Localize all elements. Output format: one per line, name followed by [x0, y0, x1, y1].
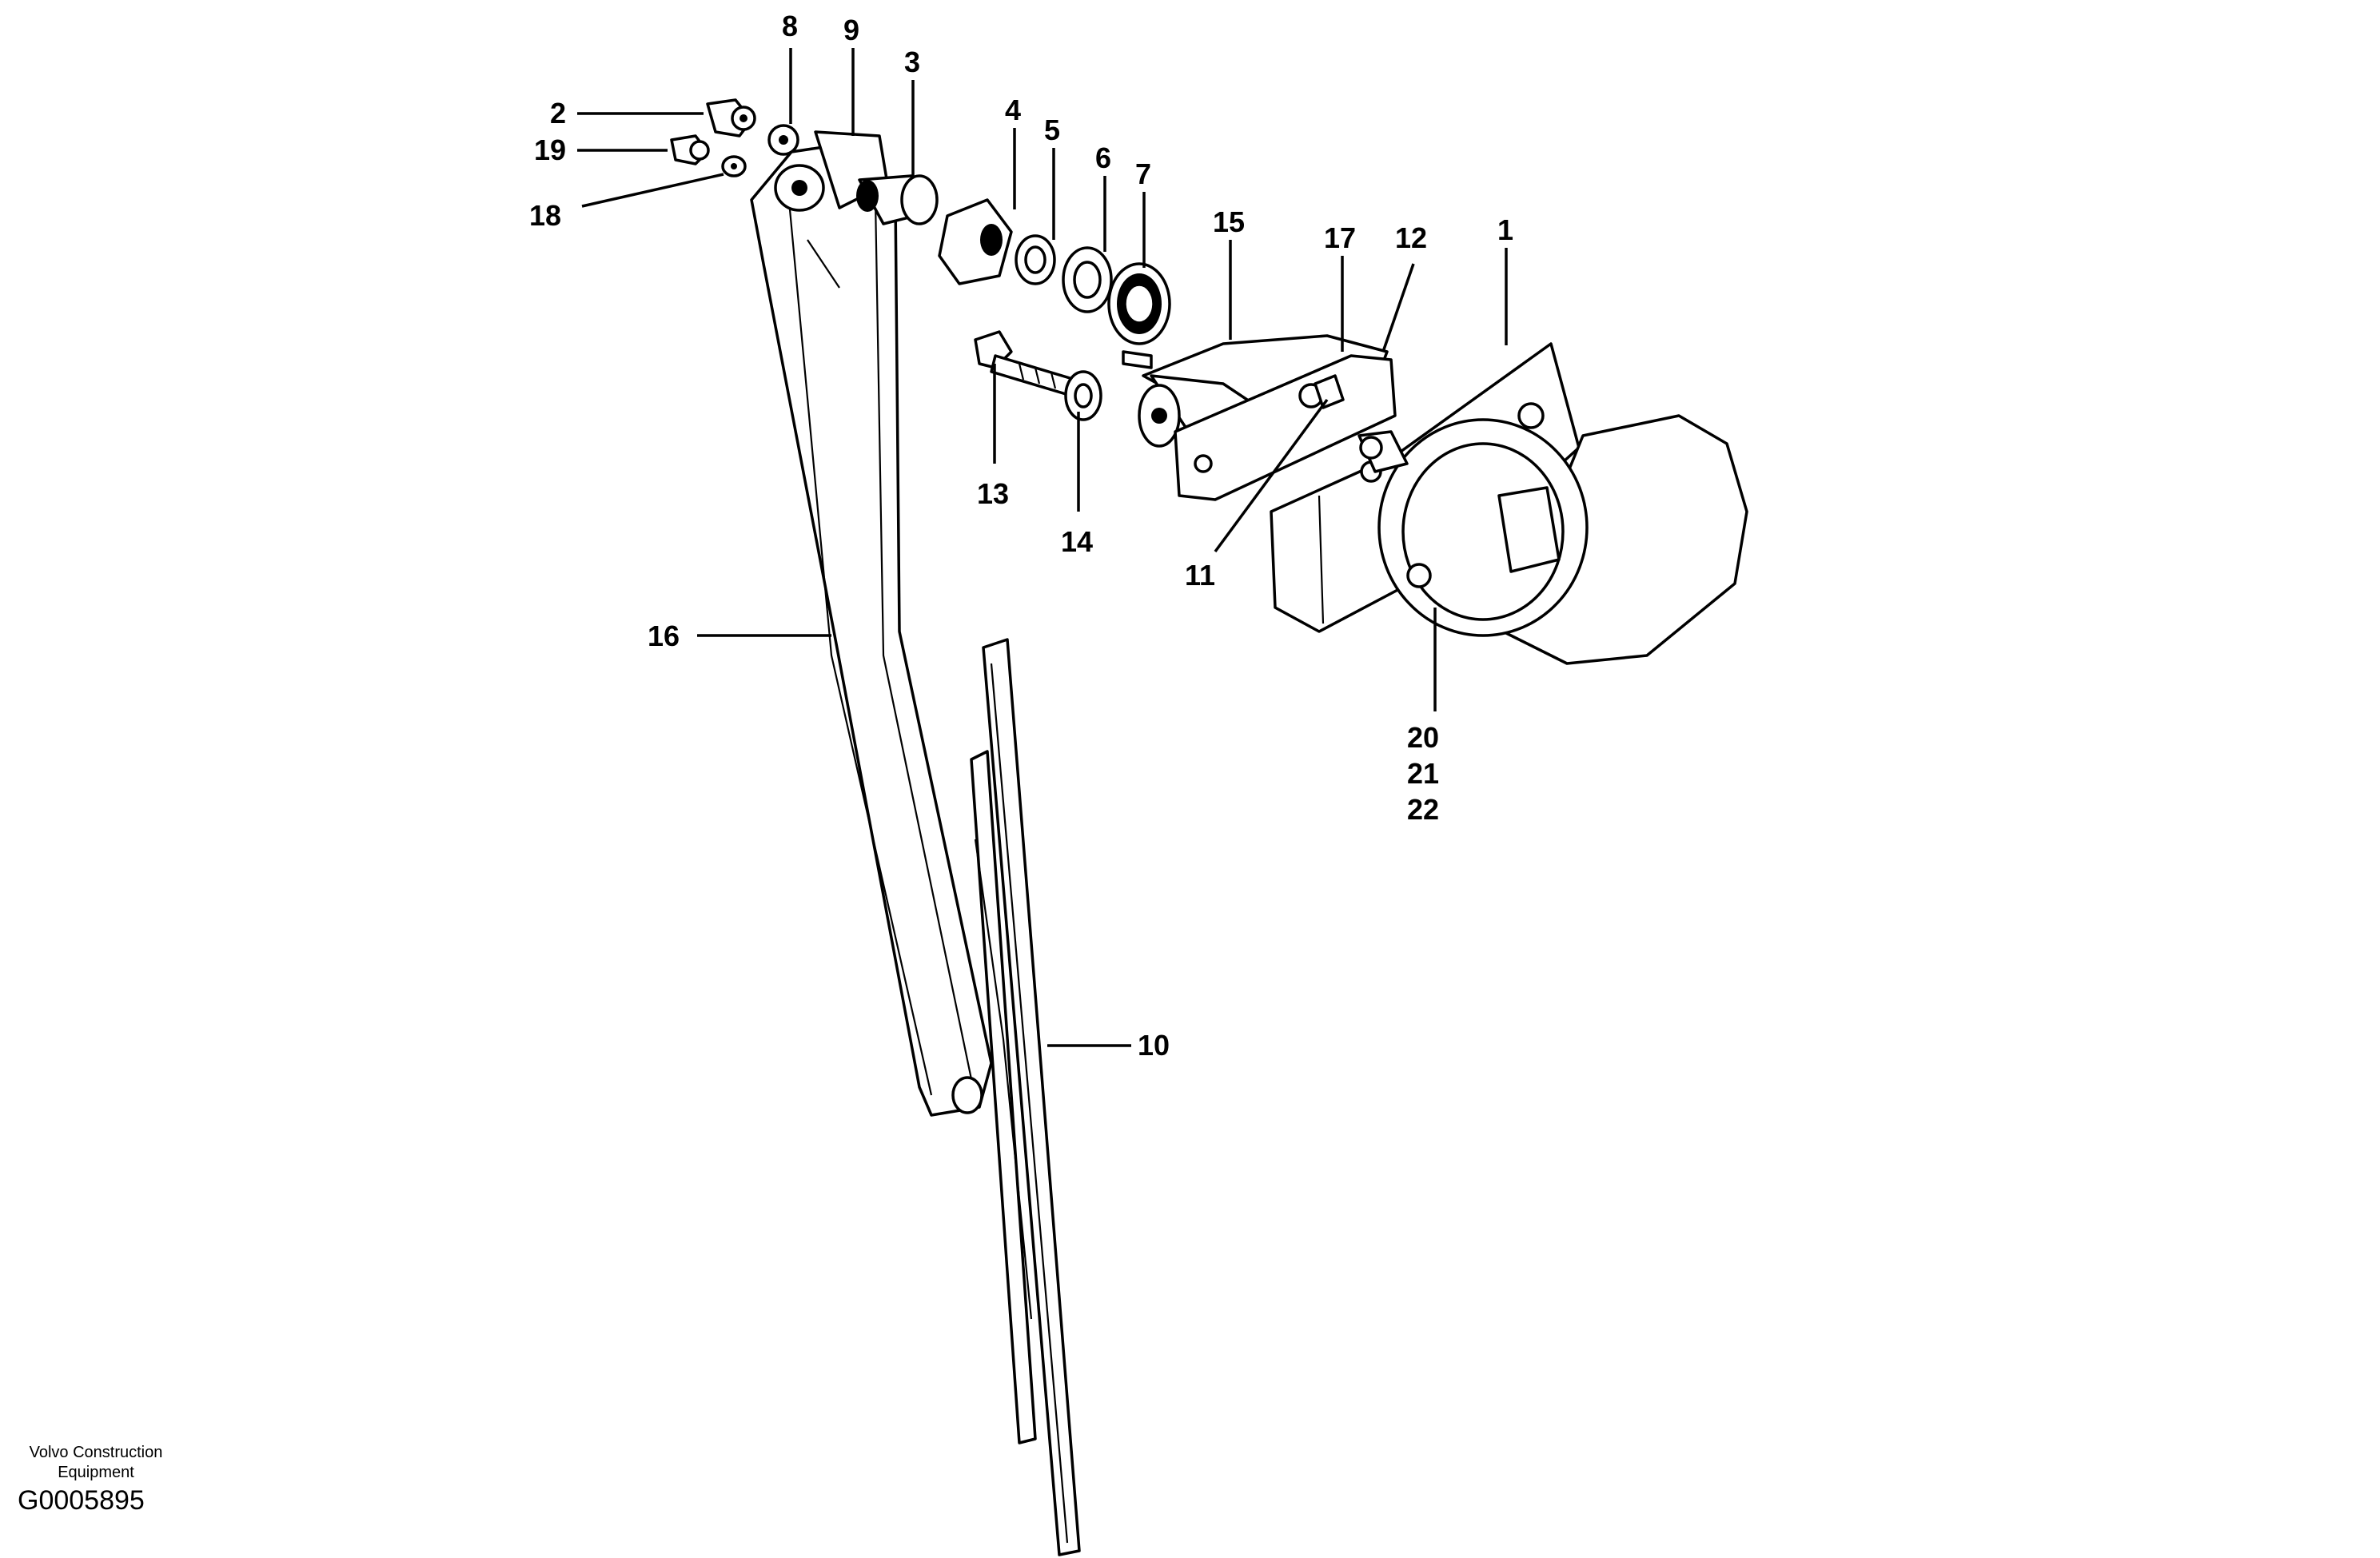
spindle-3	[856, 174, 939, 225]
label-part-15: 15	[1213, 205, 1245, 238]
nut-4	[938, 198, 1013, 285]
label-part-5: 5	[1044, 114, 1060, 146]
label-part-8: 8	[782, 10, 798, 42]
label-part-16: 16	[648, 620, 680, 652]
label-part-17: 17	[1324, 221, 1356, 254]
label-part-12: 12	[1395, 221, 1427, 254]
label-part-2: 2	[550, 97, 566, 130]
label-part-13: 13	[977, 477, 1009, 510]
label-part-18: 18	[529, 199, 561, 232]
wiper-blade	[970, 638, 1081, 1556]
leader-lines	[577, 48, 1508, 1047]
label-part-3: 3	[904, 46, 920, 78]
motor-1	[1357, 402, 1748, 665]
label-part-4: 4	[1005, 94, 1021, 126]
cap-nut-2	[706, 98, 756, 137]
seal-7	[1107, 262, 1171, 345]
label-part-10: 10	[1138, 1029, 1170, 1062]
part-labels: 2 19 18 8 9 3 4 5 6 7 15 17 12 1 13 14 1…	[529, 10, 1513, 1062]
company-name: Volvo Construction Equipment	[29, 1444, 163, 1481]
drawing-code: G0005895	[18, 1485, 145, 1516]
label-part-6: 6	[1095, 141, 1111, 174]
label-part-14: 14	[1061, 525, 1093, 558]
bushing-5	[1015, 234, 1056, 285]
washer-6	[1062, 246, 1113, 313]
label-part-9: 9	[843, 14, 859, 46]
nut-19	[670, 134, 710, 165]
lock-washer-8	[767, 124, 799, 156]
label-part-20: 20	[1407, 721, 1439, 754]
label-part-19: 19	[534, 133, 566, 166]
stud-11	[1314, 374, 1345, 409]
washer-14	[1064, 370, 1102, 421]
bolt-13	[974, 330, 1077, 397]
washer-18	[721, 155, 747, 177]
label-part-22: 22	[1407, 793, 1439, 826]
label-part-11: 11	[1185, 559, 1215, 592]
label-part-1: 1	[1497, 213, 1513, 246]
label-part-7: 7	[1135, 157, 1151, 190]
label-part-21: 21	[1407, 757, 1439, 790]
